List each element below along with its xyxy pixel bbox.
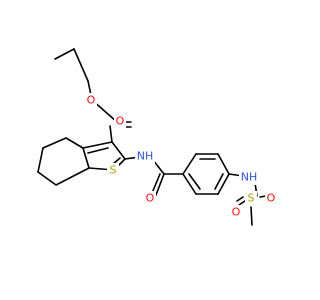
bond <box>37 147 44 173</box>
bond <box>111 141 126 160</box>
amide-nh-label: NH <box>137 150 154 163</box>
bond <box>214 173 224 190</box>
chemical-structure: O O S NH O NH S O O <box>37 48 277 226</box>
atom-label-bg <box>144 191 156 205</box>
bond <box>151 173 161 194</box>
bond <box>54 48 75 60</box>
sulfonyl-sulfur-label: S <box>248 192 255 205</box>
atom-label-bg <box>230 205 242 219</box>
amide-oxygen-label: O <box>146 192 155 205</box>
bond <box>188 173 201 190</box>
bond <box>87 147 109 154</box>
atom-label-bg <box>135 149 155 164</box>
bond <box>250 206 253 226</box>
atom-label-bg <box>239 170 259 185</box>
bond <box>65 137 84 149</box>
atom-label-bg <box>107 163 119 177</box>
ester-ether-oxygen-label: O <box>87 94 96 107</box>
ester-carbonyl-oxygen-label: O <box>116 115 125 128</box>
bond <box>217 153 230 175</box>
bond <box>82 147 90 169</box>
bond <box>73 48 89 82</box>
bond <box>238 200 246 206</box>
atom-label-bg <box>265 191 277 205</box>
atom-labels: O O S NH O NH S O O <box>85 93 277 219</box>
bond <box>37 171 57 186</box>
bond <box>236 196 244 202</box>
sulfonamide-nh-label: NH <box>241 171 258 184</box>
bond <box>109 125 113 143</box>
atom-label-bg <box>245 191 257 205</box>
atom-label-bg <box>85 93 97 107</box>
sulfonyl-oxygen-label: O <box>232 206 241 219</box>
bond <box>82 141 113 149</box>
thiophene-sulfur-label: S <box>110 164 117 177</box>
bond <box>42 137 67 149</box>
bond <box>155 173 165 196</box>
bond <box>55 167 90 186</box>
bond <box>217 173 230 195</box>
sulfonyl-oxygen-label: O <box>267 192 276 205</box>
bond <box>182 153 197 175</box>
atom-label-bg <box>114 114 126 128</box>
bond <box>182 173 197 195</box>
